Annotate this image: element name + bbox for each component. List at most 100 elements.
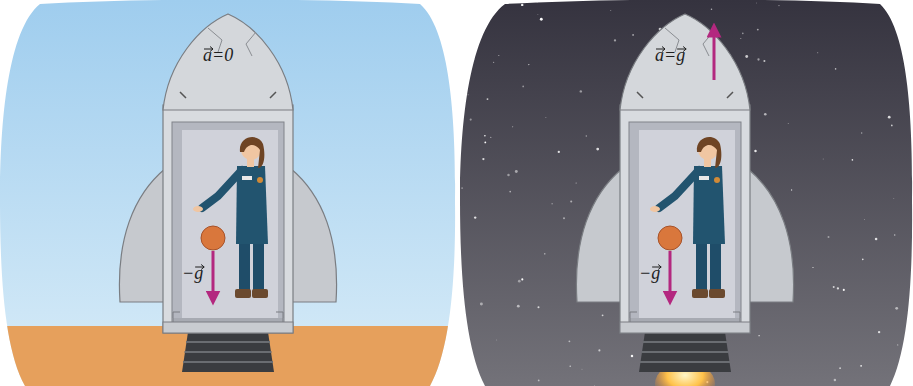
- star: [758, 335, 759, 336]
- physics-label: a=0: [203, 44, 233, 66]
- star: [484, 141, 486, 143]
- star: [467, 94, 468, 95]
- star: [586, 135, 588, 137]
- star: [852, 159, 854, 161]
- gravity-arrow: [212, 251, 215, 298]
- star: [498, 55, 499, 56]
- star: [480, 302, 483, 305]
- star: [528, 64, 529, 65]
- star: [507, 174, 509, 176]
- star: [778, 5, 779, 6]
- star: [536, 0, 539, 2]
- ball: [658, 226, 682, 250]
- gravity-arrow: [669, 251, 672, 298]
- star: [791, 189, 792, 190]
- star: [893, 198, 895, 200]
- star: [570, 366, 571, 367]
- star: [540, 18, 543, 21]
- star: [834, 379, 836, 381]
- star: [817, 52, 818, 53]
- star: [631, 355, 633, 357]
- star: [518, 280, 521, 283]
- star: [522, 86, 524, 88]
- star: [602, 314, 604, 316]
- star: [614, 39, 616, 41]
- star: [860, 365, 862, 367]
- star: [594, 385, 596, 386]
- star: [563, 217, 565, 219]
- star: [521, 278, 523, 280]
- star: [544, 253, 545, 254]
- star: [756, 2, 758, 4]
- star: [596, 148, 599, 151]
- star: [487, 98, 489, 100]
- star: [833, 286, 835, 288]
- acceleration-arrow: [713, 30, 716, 80]
- star: [763, 60, 765, 62]
- star: [610, 10, 612, 12]
- star: [894, 234, 896, 236]
- space-scene: [460, 0, 913, 386]
- star: [812, 267, 813, 268]
- star: [515, 170, 518, 173]
- rocket: [576, 14, 793, 372]
- star: [537, 306, 539, 308]
- star: [474, 216, 476, 218]
- star: [463, 377, 465, 379]
- ground-scene: [0, 0, 456, 386]
- star: [745, 55, 748, 58]
- star: [581, 368, 583, 370]
- star: [461, 187, 463, 189]
- star: [538, 380, 540, 382]
- star: [482, 158, 484, 160]
- star: [895, 307, 898, 310]
- star: [521, 4, 523, 6]
- star: [862, 259, 864, 261]
- star: [493, 62, 494, 63]
- star: [711, 9, 713, 11]
- star: [545, 116, 547, 118]
- star: [570, 200, 572, 202]
- star: [517, 305, 520, 308]
- star: [740, 38, 741, 39]
- ball: [201, 226, 225, 250]
- star: [863, 218, 865, 220]
- star: [598, 349, 600, 351]
- star: [472, 58, 474, 60]
- star: [828, 236, 830, 238]
- star: [888, 116, 891, 119]
- star: [754, 150, 756, 152]
- rocket: [119, 14, 336, 372]
- star: [470, 119, 472, 121]
- star: [875, 238, 878, 241]
- star: [490, 137, 491, 138]
- star: [512, 126, 513, 127]
- star: [757, 58, 759, 60]
- star: [576, 183, 577, 184]
- star: [839, 367, 841, 369]
- physics-label: a=g: [655, 44, 685, 66]
- star: [509, 191, 511, 193]
- star: [484, 135, 486, 137]
- star: [757, 29, 759, 31]
- star: [764, 113, 767, 116]
- star: [861, 132, 862, 133]
- physics-label: −g: [639, 262, 660, 284]
- star: [822, 158, 824, 160]
- star: [843, 289, 845, 291]
- star: [580, 90, 582, 92]
- star: [537, 13, 539, 15]
- star: [787, 123, 789, 125]
- physics-label: −g: [182, 262, 203, 284]
- star: [878, 331, 880, 333]
- star: [897, 344, 898, 345]
- star: [632, 34, 634, 36]
- star: [835, 68, 837, 70]
- star: [568, 340, 570, 342]
- star: [742, 32, 744, 34]
- star: [496, 339, 498, 341]
- star: [891, 125, 893, 127]
- star: [837, 287, 839, 289]
